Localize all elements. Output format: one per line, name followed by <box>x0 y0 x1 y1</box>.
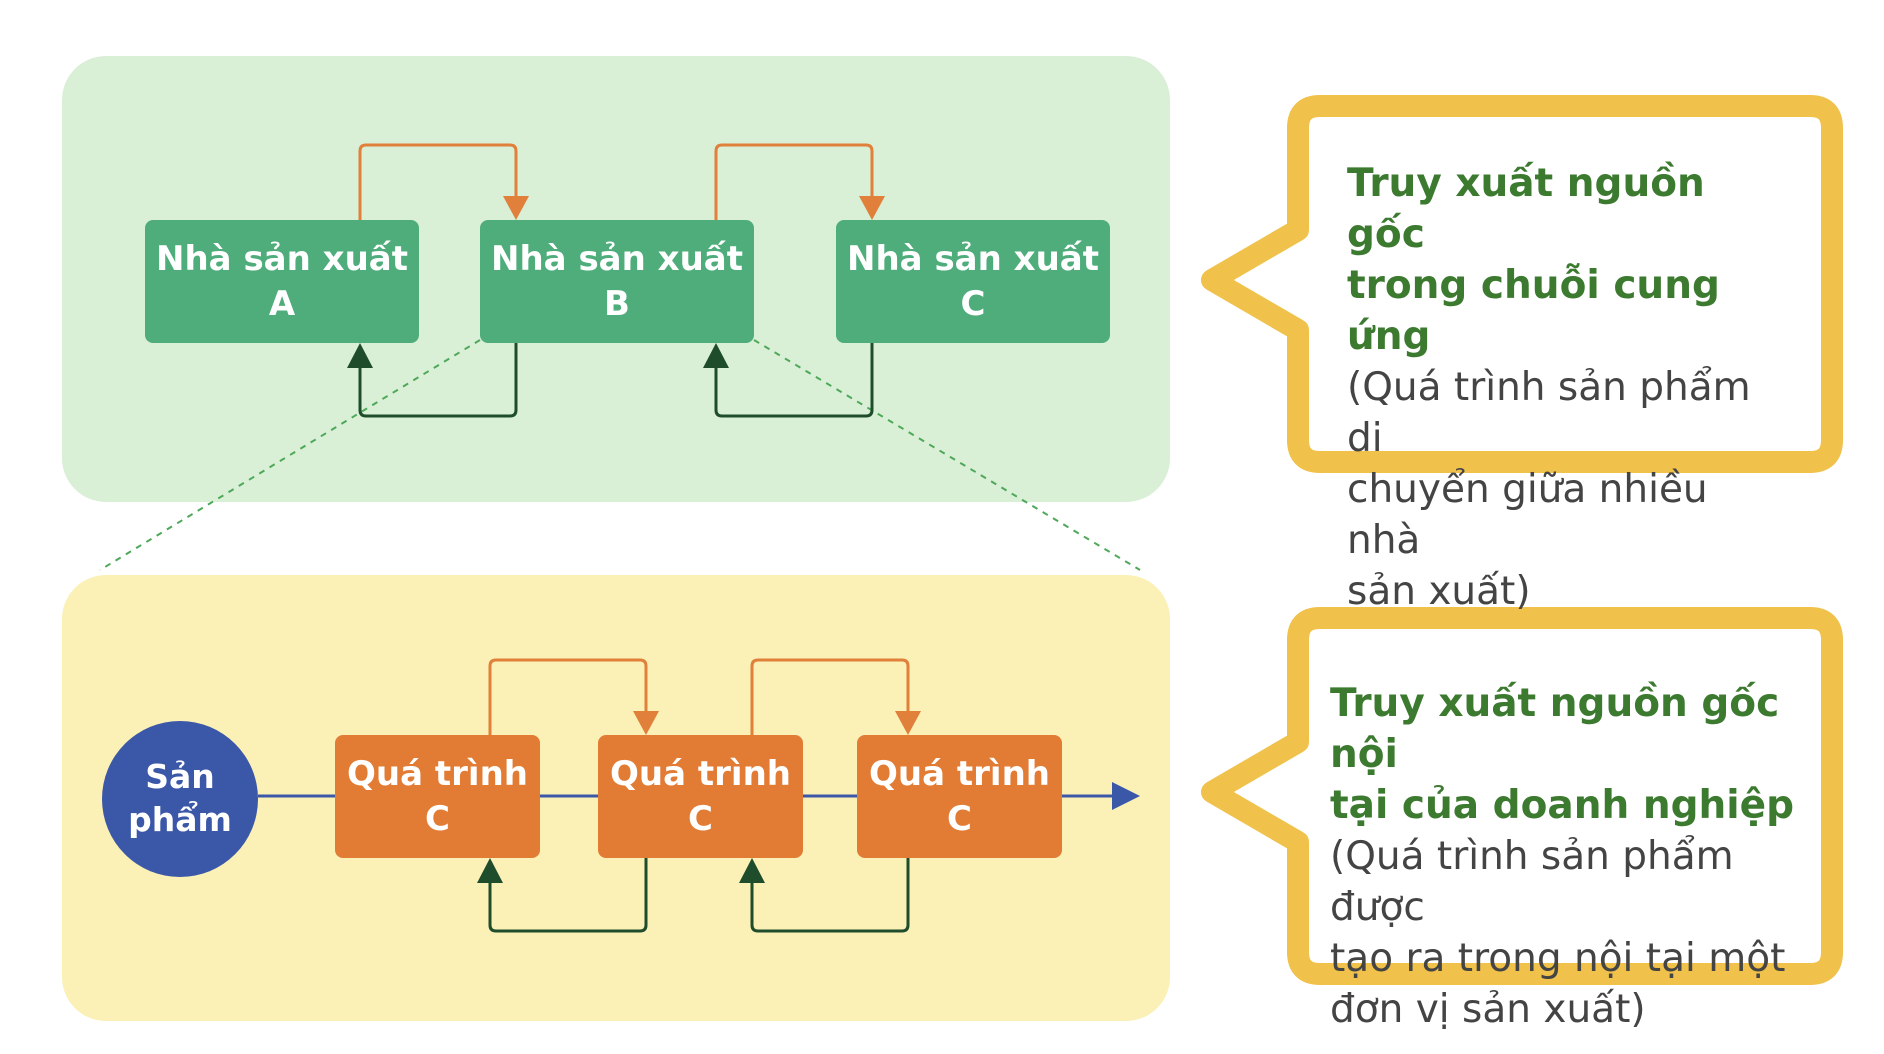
producer-b-label: Nhà sản xuất <box>491 238 743 279</box>
back-arrowhead-b-a <box>347 343 373 368</box>
process-3-label: Quá trình <box>869 753 1050 794</box>
producer-c-box: Nhà sản xuất C <box>836 220 1110 343</box>
producer-a-box: Nhà sản xuất A <box>145 220 419 343</box>
process-2-letter: C <box>688 798 713 839</box>
flow-arrowhead <box>1112 782 1140 810</box>
back-arrow-c-b <box>714 343 874 418</box>
producer-b-box: Nhà sản xuất B <box>480 220 754 343</box>
callout-top-desc-line3: sản xuất) <box>1347 569 1531 614</box>
process-box-2: Quá trình C <box>598 735 803 858</box>
process-2-label: Quá trình <box>610 753 791 794</box>
callout-bottom-text: Truy xuất nguồn gốc nội tại của doanh ng… <box>1330 678 1800 1035</box>
forward-arrow-b-c <box>714 143 874 220</box>
back-arrowhead-c-b <box>703 343 729 368</box>
callout-top-title-line1: Truy xuất nguồn gốc <box>1347 161 1705 257</box>
back-arrow-p3-p2 <box>750 858 910 933</box>
callout-bubble-top <box>1201 95 1843 473</box>
forward-arrow-p1-p2 <box>488 658 648 735</box>
producer-a-letter: A <box>268 283 296 324</box>
back-arrowhead-p2-p1 <box>477 858 503 883</box>
forward-arrowhead-a-b <box>503 196 529 220</box>
producer-b-letter: B <box>604 283 630 324</box>
producer-a-label: Nhà sản xuất <box>156 238 408 279</box>
back-arrow-p2-p1 <box>488 858 648 933</box>
callout-bottom-title-line1: Truy xuất nguồn gốc nội <box>1330 681 1780 777</box>
zoom-line-right <box>753 339 1141 571</box>
callout-bottom-desc-line1: (Quá trình sản phẩm được <box>1330 834 1734 930</box>
callout-bubble-bottom <box>1201 607 1843 985</box>
back-arrowhead-p3-p2 <box>739 858 765 883</box>
process-1-letter: C <box>425 798 450 839</box>
callout-bottom-desc-line2: tạo ra trong nội tại một <box>1330 936 1786 981</box>
process-box-1: Quá trình C <box>335 735 540 858</box>
forward-arrow-a-b <box>358 143 518 220</box>
back-arrow-b-a <box>358 343 518 418</box>
forward-arrowhead-p2-p3 <box>895 711 921 735</box>
process-1-label: Quá trình <box>347 753 528 794</box>
callout-top-text: Truy xuất nguồn gốc trong chuỗi cung ứng… <box>1347 158 1787 617</box>
product-circle: Sản phẩm <box>102 721 258 877</box>
process-box-3: Quá trình C <box>857 735 1062 858</box>
zoom-line-left <box>99 339 481 571</box>
producer-c-letter: C <box>960 283 986 324</box>
process-3-letter: C <box>947 798 972 839</box>
callout-top-title-line2: trong chuỗi cung ứng <box>1347 263 1720 359</box>
callout-bottom-title-line2: tại của doanh nghiệp <box>1330 783 1795 828</box>
forward-arrow-p2-p3 <box>750 658 910 735</box>
product-label-line2: phẩm <box>128 800 232 839</box>
product-label-line1: Sản <box>145 757 215 797</box>
producer-c-label: Nhà sản xuất <box>847 238 1099 279</box>
forward-arrowhead-b-c <box>859 196 885 220</box>
forward-arrowhead-p1-p2 <box>633 711 659 735</box>
callout-bottom-desc-line3: đơn vị sản xuất) <box>1330 987 1646 1032</box>
callout-top-desc-line2: chuyển giữa nhiều nhà <box>1347 467 1708 563</box>
callout-top-desc-line1: (Quá trình sản phẩm di <box>1347 365 1751 461</box>
